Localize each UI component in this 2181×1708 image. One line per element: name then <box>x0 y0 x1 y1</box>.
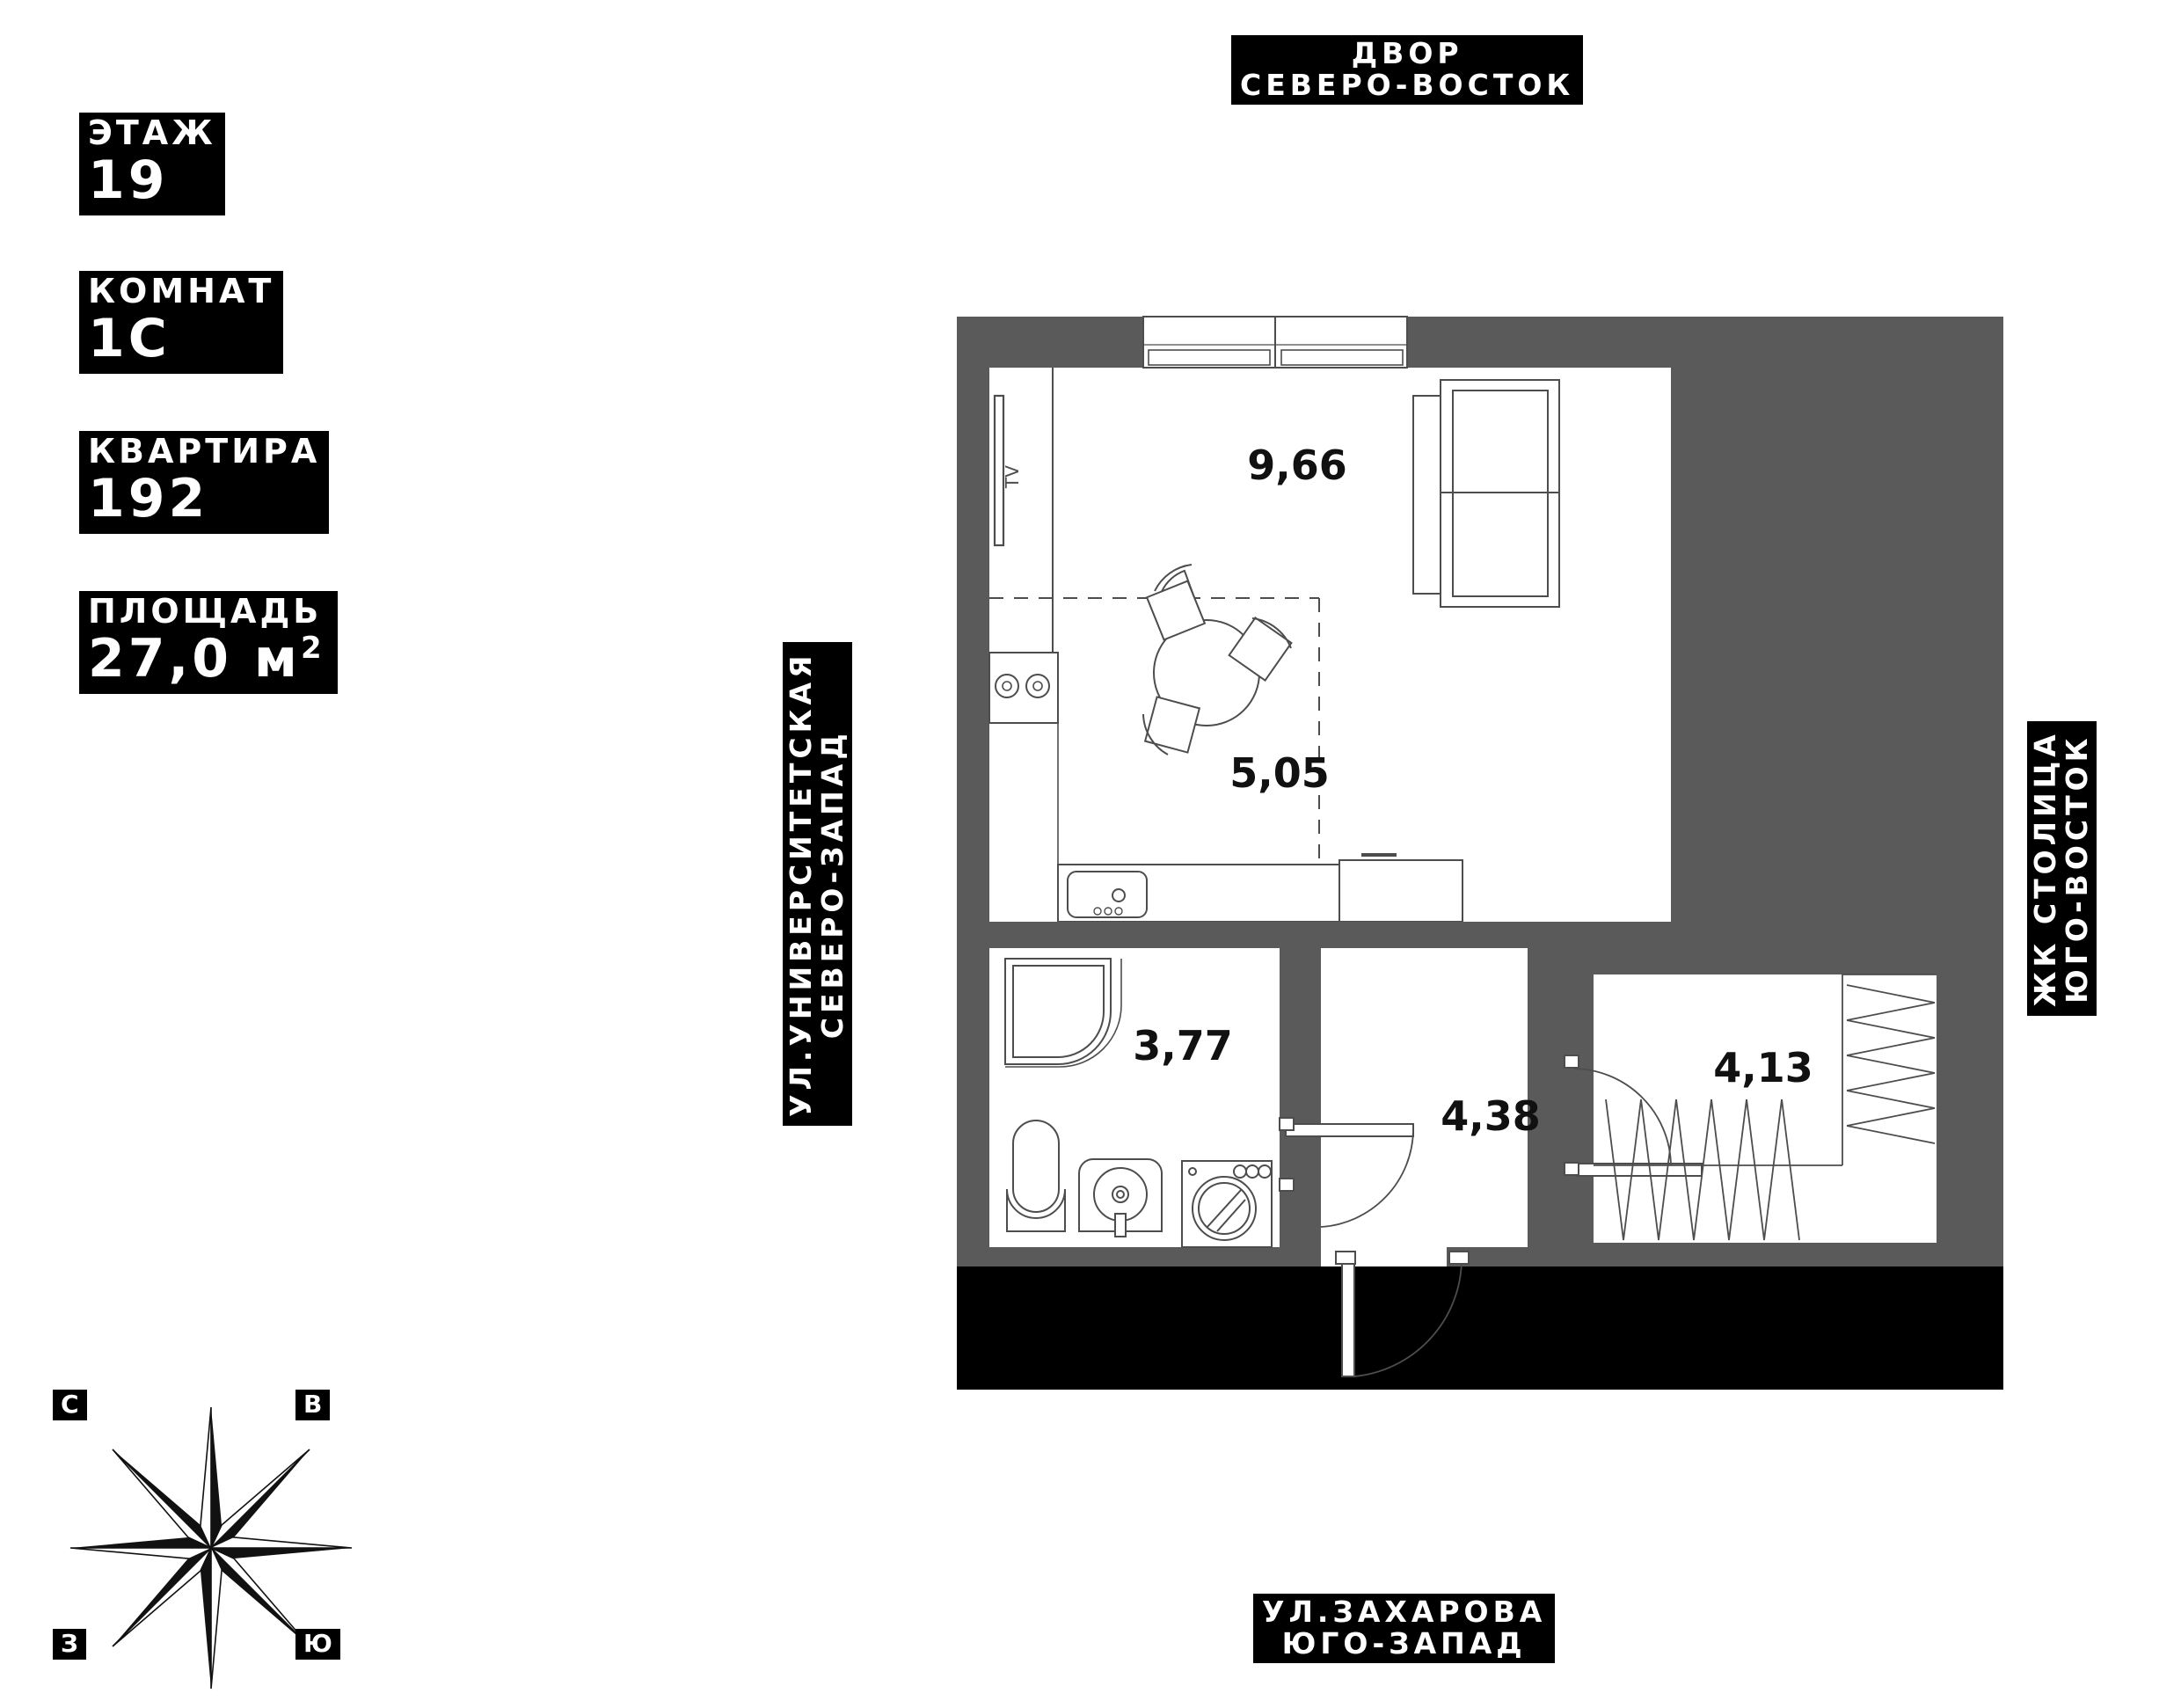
doors <box>1279 1055 1703 1377</box>
dining-set <box>1142 564 1293 755</box>
room-wardrobe-floor <box>1594 974 1937 1243</box>
compass-rose: С В З Ю <box>53 1390 361 1697</box>
room-hall-floor <box>1321 948 1528 1266</box>
info-floor: ЭТАЖ 19 <box>79 113 225 215</box>
area-label-bathroom: 3,77 <box>1133 1022 1233 1069</box>
orientation-top-line1: ДВОР <box>1351 36 1463 70</box>
bath-fixtures <box>1004 958 1273 1248</box>
wardrobe-shelving <box>1594 974 1937 1241</box>
info-rooms-caption: КОМНАТ <box>79 271 284 313</box>
door-bathroom <box>1279 1117 1414 1228</box>
info-area-number: 27,0 м <box>88 627 301 690</box>
door-entrance <box>1335 1251 1470 1377</box>
orientation-top: ДВОР СЕВЕРО-ВОСТОК <box>1231 35 1584 105</box>
info-area-caption: ПЛОЩАДЬ <box>79 591 338 633</box>
chair <box>1145 564 1207 641</box>
info-floor-value: 19 <box>79 149 225 215</box>
info-rooms: КОМНАТ 1С <box>79 271 284 374</box>
chair <box>1142 696 1201 755</box>
area-label-hallway: 4,38 <box>1441 1092 1541 1140</box>
info-apartment-caption: КВАРТИРА <box>79 431 330 473</box>
orientation-bottom: УЛ.ЗАХАРОВА ЮГО-ЗАПАД <box>1253 1594 1556 1663</box>
door-wardrobe <box>1564 1055 1703 1177</box>
compass-label-east: В <box>295 1390 331 1420</box>
orientation-bottom-line2: ЮГО-ЗАПАД <box>1281 1626 1527 1661</box>
tv-label: TV <box>1002 465 1023 489</box>
compass-label-south: Ю <box>295 1629 340 1660</box>
info-area-value: 27,0 м2 <box>79 627 338 694</box>
window-top <box>1142 316 1408 369</box>
area-label-living: 9,66 <box>1247 442 1347 489</box>
compass-label-north: С <box>53 1390 87 1420</box>
living-details <box>989 368 1320 888</box>
area-label-wardrobe: 4,13 <box>1713 1044 1813 1091</box>
area-label-kitchen: 5,05 <box>1229 749 1330 797</box>
info-apartment-value: 192 <box>79 467 330 534</box>
info-area: ПЛОЩАДЬ 27,0 м2 <box>79 591 338 694</box>
orientation-top-line2: СЕВЕРО-ВОСТОК <box>1240 68 1575 103</box>
chair <box>1228 616 1293 682</box>
interior-walls <box>957 922 2003 1266</box>
sofa <box>1412 379 1560 608</box>
info-floor-caption: ЭТАЖ <box>79 113 225 155</box>
room-area-labels: 9,66 5,05 3,77 4,38 4,13 <box>1133 442 1813 1140</box>
info-apartment: КВАРТИРА 192 <box>79 431 330 534</box>
orientation-bottom-line1: УЛ.ЗАХАРОВА <box>1262 1595 1547 1629</box>
info-area-unit-exp: 2 <box>300 630 325 666</box>
compass-label-west: З <box>53 1629 86 1660</box>
info-rooms-value: 1С <box>79 307 284 374</box>
compass-star-icon <box>69 1406 353 1690</box>
fridge-unit <box>1339 853 1463 923</box>
tv-unit: TV <box>993 394 1023 547</box>
